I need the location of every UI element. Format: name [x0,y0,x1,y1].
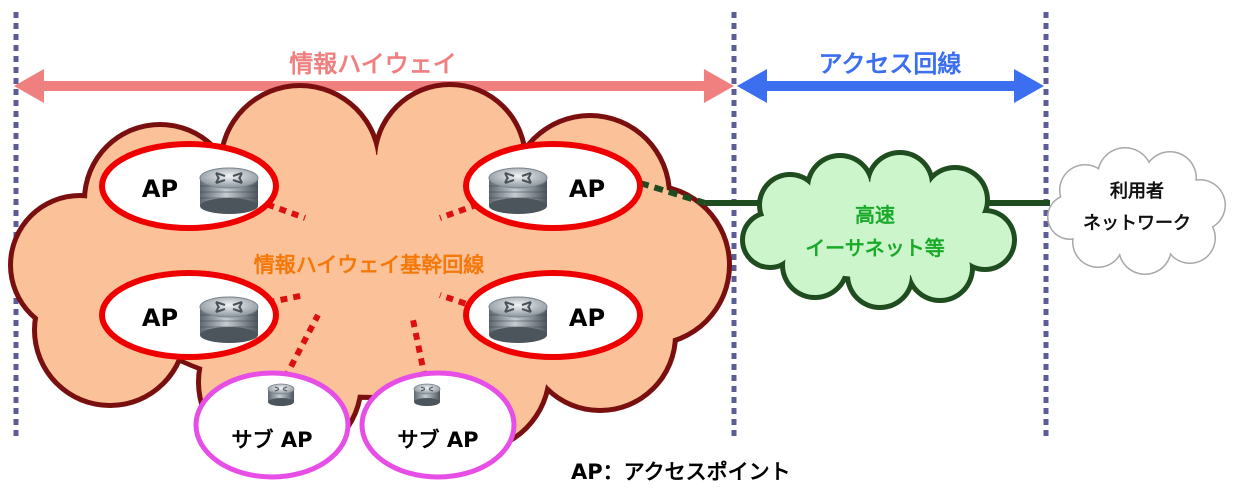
router-icon [488,167,548,215]
sub-ap-label-1: サブ AP [232,428,313,452]
router-icon [488,296,548,344]
sub-ap-ring-2 [359,370,517,480]
link-ap4 [439,292,491,315]
router-icon [199,296,259,344]
access-arrow [737,69,1044,103]
access-label: アクセス回線 [819,50,962,78]
link-ap3 [254,292,306,308]
backbone-label: 情報ハイウェイ基幹回線 [254,253,485,277]
user-network-cloud [1047,147,1226,275]
backbone-links [253,197,492,380]
ap-label-1: AP [142,175,178,203]
router-icon [199,167,259,215]
sub-ap-ring-1 [193,370,351,480]
link-ap1 [253,197,307,221]
sub-ap-label-2: サブ AP [398,428,479,452]
user-network-line1: 利用者 [1110,180,1164,202]
user-network-line2: ネットワーク [1083,213,1191,234]
ap-label-3: AP [142,304,178,332]
small-router-icon [267,383,295,407]
link-ap2 [438,197,492,221]
ethernet-label-line2: イーサネット等 [805,236,945,260]
ap-label-2: AP [569,175,605,203]
ethernet-cloud [740,150,1017,310]
link-ap-ethernet [639,180,706,206]
ap-label-4: AP [569,304,605,332]
legend-text: AP：アクセスポイント [571,460,791,484]
small-router-icon [413,383,441,407]
highway-arrow [14,69,734,103]
link-subap2 [409,314,428,379]
ethernet-label-line1: 高速 [855,203,895,227]
highway-label: 情報ハイウェイ [289,50,457,78]
